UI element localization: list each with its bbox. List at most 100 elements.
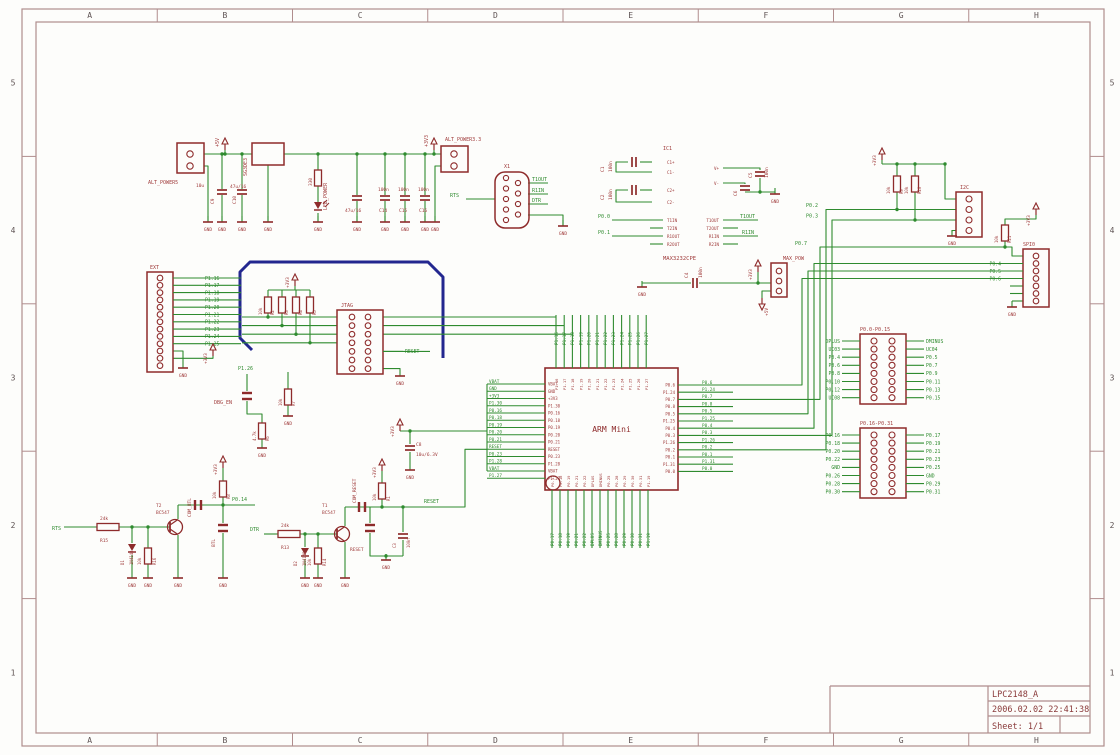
schematic-text: 10k xyxy=(307,558,312,566)
schematic-text: C14 xyxy=(379,208,387,214)
schematic-text: LED_POWER xyxy=(323,182,329,210)
schematic-text: +3V3 xyxy=(872,155,878,166)
net-label: P0.28 xyxy=(826,481,841,487)
schematic-text: RESET xyxy=(350,547,364,553)
net-label: P1.23 xyxy=(611,332,617,345)
jtag-conn-pin xyxy=(348,330,356,338)
resistor xyxy=(218,480,228,498)
schematic-text: T1OUT xyxy=(532,177,547,183)
junction-dot xyxy=(408,429,412,433)
schematic-text: RESET xyxy=(424,499,439,505)
alt-power5 xyxy=(176,142,205,174)
schematic-text: 100n xyxy=(406,538,411,548)
net-label: P1.31 xyxy=(702,459,715,465)
gnd-label: GND xyxy=(128,583,136,589)
wire xyxy=(204,165,209,222)
schematic-text: R14 xyxy=(322,558,327,566)
wire xyxy=(383,368,401,370)
pin-label: P0.19 xyxy=(566,475,571,487)
jtag-conn-pin xyxy=(364,313,372,321)
pin-label: P1.21 xyxy=(595,378,600,390)
schematic-text: D2 xyxy=(293,561,298,566)
gnd-label: GND xyxy=(314,227,322,233)
pin-label: P1.19 xyxy=(578,378,583,390)
transistor xyxy=(169,519,179,526)
diode xyxy=(301,548,309,555)
junction-dot xyxy=(240,152,244,156)
junction-dot xyxy=(403,152,407,156)
db9-x1 xyxy=(494,171,530,229)
db9-x1-pin xyxy=(502,174,510,182)
pin-label: VBAT xyxy=(548,382,558,387)
pin-label: P0.29 xyxy=(622,475,627,487)
schematic-text: R6 xyxy=(265,436,270,441)
pin-label: P0.4 xyxy=(665,426,675,431)
ext-conn-pin xyxy=(156,311,164,318)
db9-x1-pin xyxy=(514,211,522,218)
gnd-label: GND xyxy=(638,292,646,298)
net-label: P1.23 xyxy=(205,327,220,333)
transistor xyxy=(166,518,184,536)
net-label: P1.19 xyxy=(205,298,220,304)
pin-label: P0.18 xyxy=(558,475,563,487)
pin-label: P0.17 xyxy=(550,476,555,487)
schematic-text: R7 xyxy=(291,401,296,406)
schematic-text: R5 xyxy=(312,310,317,315)
schematic-text: R2OUT xyxy=(667,242,680,247)
schematic-text: MAX3232CPE xyxy=(663,256,696,262)
power-arrow-head xyxy=(221,136,229,145)
schematic-text: R1IN xyxy=(709,234,720,239)
net-label: P0.4 xyxy=(702,423,713,429)
net-label: P0.16 xyxy=(489,408,502,414)
pin-label: P0.5 xyxy=(665,411,675,416)
pin-label: P1.20 xyxy=(587,378,592,390)
wire xyxy=(445,448,487,508)
gnd-label: GND xyxy=(381,227,389,233)
frame-row-label: 3 xyxy=(1110,374,1115,383)
header-p0-0-15-pin xyxy=(870,386,878,394)
net-label: P1.17 xyxy=(205,283,220,289)
net-label: P1.21 xyxy=(595,332,601,345)
gnd-label: GND xyxy=(301,583,309,589)
wire xyxy=(615,161,652,173)
net-label: UC08 xyxy=(828,396,840,402)
junction-dot xyxy=(895,207,899,212)
schematic-text: +5V xyxy=(764,308,770,316)
ext-conn-pin xyxy=(156,354,164,362)
pin-label: P0.25 xyxy=(606,476,611,487)
schematic-text: R1IN xyxy=(742,230,754,236)
resistor xyxy=(143,547,153,565)
db9-x1-pin xyxy=(514,200,522,208)
transistor xyxy=(336,535,346,542)
net-label: P1.24 xyxy=(702,387,715,393)
schematic-text: 10u/6.3V xyxy=(416,452,438,458)
net-label: P0.23 xyxy=(489,451,502,457)
net-label: P0.21 xyxy=(926,449,941,455)
net-label: DPLUS xyxy=(590,533,596,546)
i2c-conn-pin xyxy=(965,205,973,214)
wire xyxy=(1004,215,1037,225)
jtag-conn-pin xyxy=(364,365,372,372)
schematic-text: +3V3 xyxy=(285,277,291,288)
net-label: P1.16 xyxy=(554,332,560,345)
schematic-text: R2 xyxy=(270,310,275,315)
schematic-text: C1 xyxy=(600,166,606,172)
schematic-text: R1IN xyxy=(532,188,544,194)
net-label: P0.18 xyxy=(489,415,502,421)
schematic-text: C2 xyxy=(600,194,606,200)
schematic-text: R11 xyxy=(1007,235,1012,243)
schematic-text: C2+ xyxy=(667,188,675,193)
regulator-box xyxy=(251,142,285,166)
db9-x1-pin xyxy=(502,206,510,213)
jtag-conn-pin xyxy=(348,322,356,329)
pin-label: P0.6 xyxy=(665,383,675,388)
pin-label: GND xyxy=(548,389,556,394)
header-p0-16-31-pin xyxy=(870,480,878,488)
header-p0-0-15-pin xyxy=(870,337,878,345)
net-label: P0.10 xyxy=(826,379,841,385)
junction-dot xyxy=(913,218,917,222)
frame-row-label: 3 xyxy=(11,374,16,383)
gnd-label: GND xyxy=(406,475,414,481)
pin-label: P1.18 xyxy=(570,378,575,390)
schematic-text: COM_RESET xyxy=(352,478,358,503)
